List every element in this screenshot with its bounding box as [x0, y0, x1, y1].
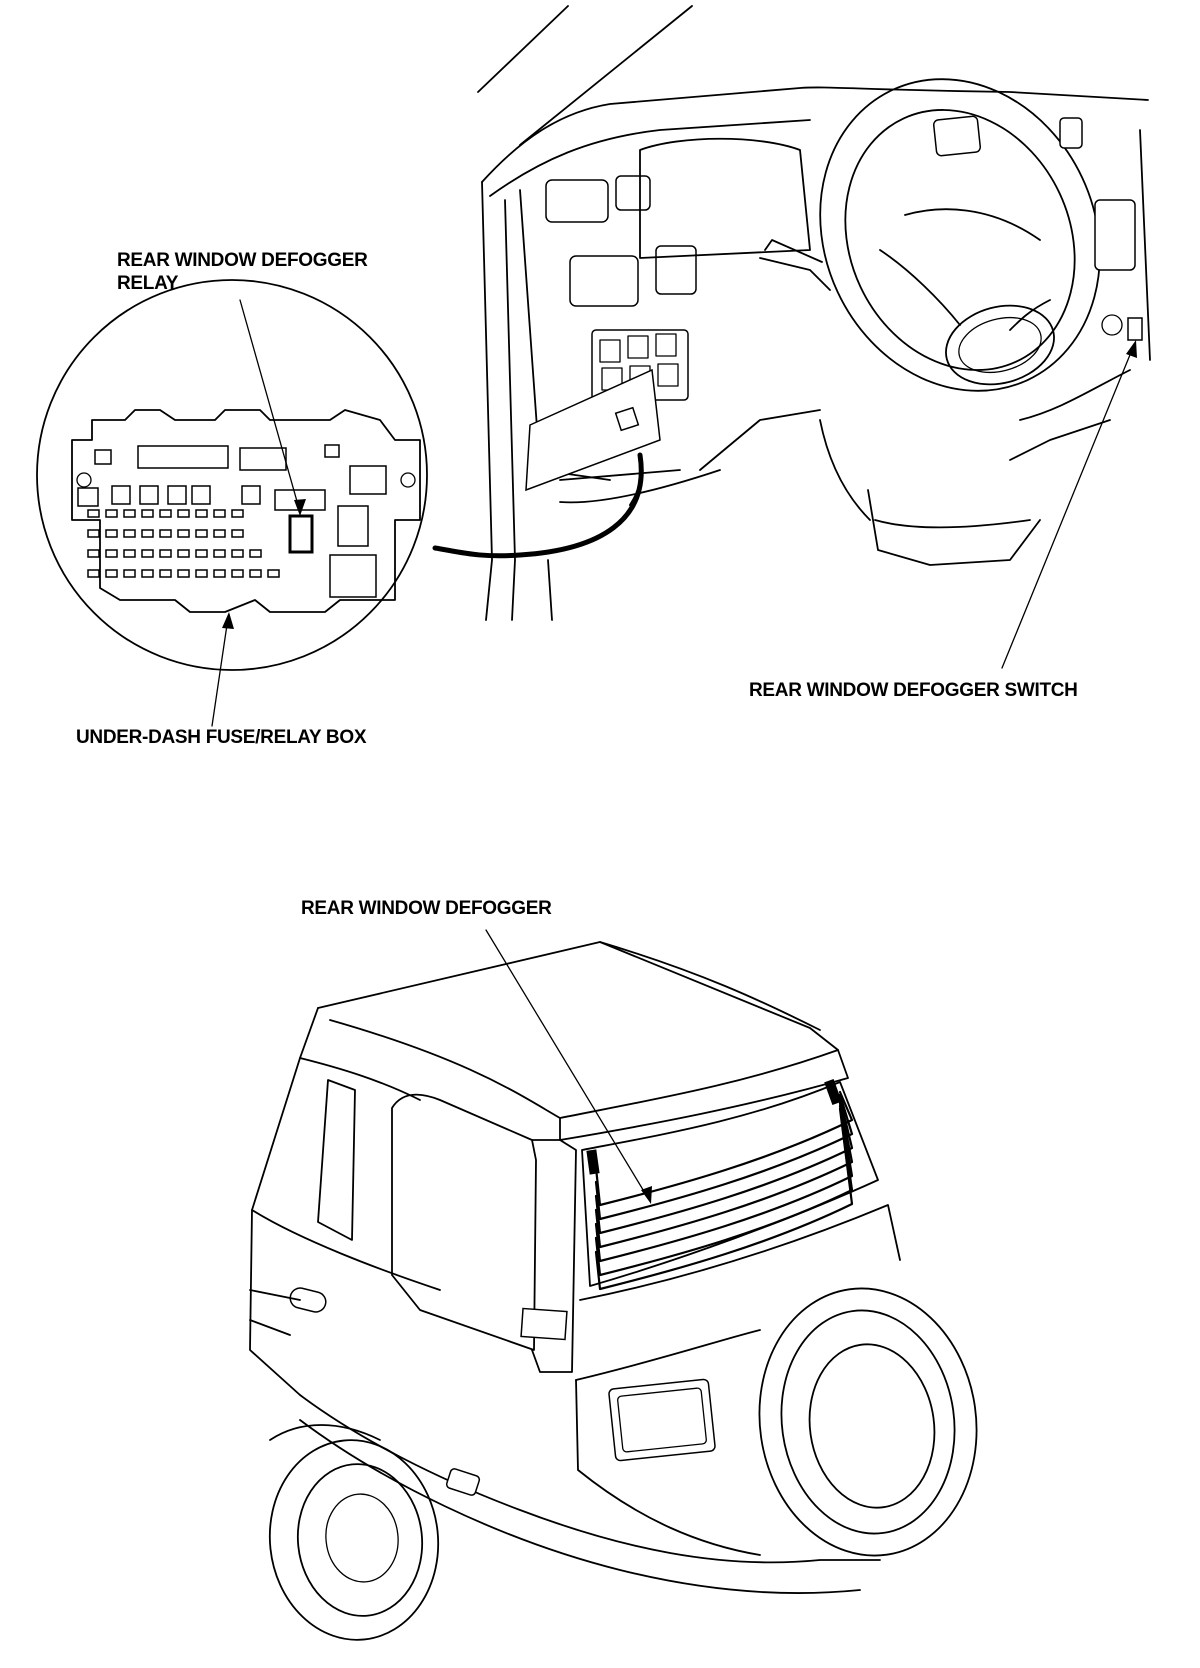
fuse-slot [213, 529, 226, 538]
fuse-box-label: UNDER-DASH FUSE/RELAY BOX [76, 727, 367, 748]
fuse-slot [177, 549, 190, 558]
fuse-slot [123, 509, 136, 518]
fuse-slot [87, 509, 100, 518]
fuse-slot [105, 529, 118, 538]
defogger-grid-line [594, 1093, 854, 1221]
fuse-slot [141, 549, 154, 558]
relay-label-line1: REAR WINDOW DEFOGGER [117, 250, 368, 271]
fuse-slot [231, 549, 244, 558]
fuse-slot [195, 549, 208, 558]
fuse-slot [195, 569, 208, 578]
defogger-grid-line [594, 1090, 854, 1207]
fuse-slot [231, 529, 244, 538]
defogger-grid-line [594, 1104, 854, 1277]
fuse-slot [231, 509, 244, 518]
fuse-slot [213, 509, 226, 518]
fuse-slot [231, 569, 244, 578]
fuse-slot [213, 549, 226, 558]
fuse-slot [87, 549, 100, 558]
fuse-slot [123, 569, 136, 578]
fuse-slot [177, 509, 190, 518]
fuse-slot [123, 529, 136, 538]
fuse-slot [177, 529, 190, 538]
fuse-slot [105, 509, 118, 518]
fuse-slot [105, 569, 118, 578]
fuse-slot [141, 529, 154, 538]
fuse-slot [195, 529, 208, 538]
relay-label-line2: RELAY [117, 273, 179, 294]
fuse-relay-box-icon [36, 279, 428, 671]
defogger-label: REAR WINDOW DEFOGGER [301, 898, 552, 919]
defogger-grid-line [594, 1099, 854, 1249]
fuse-slot [249, 569, 262, 578]
defogger-grid-line [594, 1102, 854, 1263]
fuse-slot [177, 569, 190, 578]
fuse-slot [213, 569, 226, 578]
fuse-slot [249, 549, 262, 558]
fuse-slot [87, 569, 100, 578]
defogger-grid-line [594, 1096, 854, 1235]
fuse-slot [159, 569, 172, 578]
fuse-slot [87, 529, 100, 538]
fuse-slot [105, 549, 118, 558]
defogger-grid-line [594, 1107, 854, 1291]
fuse-slot [159, 529, 172, 538]
fuse-slot [123, 549, 136, 558]
fuse-slot [141, 509, 154, 518]
fuse-slot [195, 509, 208, 518]
fuse-slot [267, 569, 280, 578]
switch-label: REAR WINDOW DEFOGGER SWITCH [749, 680, 1078, 701]
fuse-slot [159, 509, 172, 518]
fuse-slot [159, 549, 172, 558]
fuse-slot [141, 569, 154, 578]
